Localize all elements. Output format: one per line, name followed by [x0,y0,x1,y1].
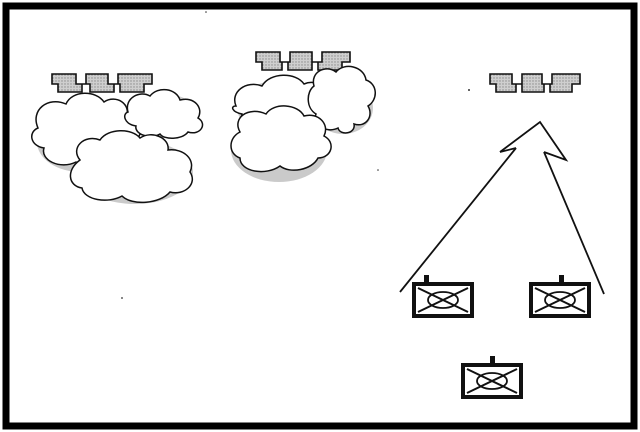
satellite-icon [489,73,581,93]
satellite-icon [51,73,153,93]
cloud-icon [230,65,376,182]
uplink-arrow-icon [399,120,605,295]
antenna-unit-icon [461,356,523,399]
satellite-icon [255,51,351,71]
cloud-icon [31,88,204,204]
antenna-unit-icon [412,275,474,318]
antenna-unit-icon [529,275,591,318]
scan-specks [121,11,470,299]
